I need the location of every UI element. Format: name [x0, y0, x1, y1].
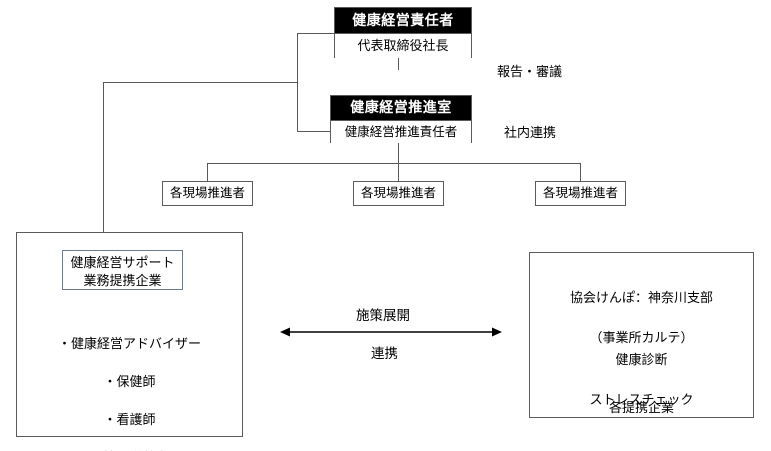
- connector-drop-promoter-1: [207, 163, 208, 182]
- external-partner-services: 健康診断 ストレスチェック: [529, 330, 754, 430]
- external-partner-line4: ストレスチェック: [589, 392, 694, 407]
- box-body-label: 代表取締役社長: [335, 34, 471, 58]
- box-site-promoter-2[interactable]: 各現場推進者: [353, 181, 444, 206]
- box-body-label: 健康経営推進責任者: [331, 121, 471, 143]
- site-promoter-label: 各現場推進者: [169, 186, 245, 200]
- label-report-deliberation: 報告・審議: [497, 64, 563, 79]
- box-header-label: 健康経営推進室: [331, 96, 471, 121]
- external-partner-affiliates: 各提携企業: [529, 378, 754, 438]
- box-site-promoter-3[interactable]: 各現場推進者: [535, 181, 626, 206]
- box-health-management-promotion-office[interactable]: 健康経営推進室 健康経営推進責任者: [330, 95, 472, 143]
- connector-support-vertical: [103, 82, 104, 232]
- list-item: ・保健師: [103, 374, 156, 389]
- external-partner-line1: 協会けんぽ：神奈川支部: [569, 290, 713, 305]
- external-partner-title: 協会けんぽ：神奈川支部 （事業所カルテ）: [529, 268, 754, 368]
- bidirectional-arrow: [280, 324, 502, 340]
- list-item: ・健康経営アドバイザー: [57, 336, 201, 351]
- support-partner-header-line1: 健康経営サポート: [70, 255, 175, 270]
- bidirectional-arrow-icon: [280, 327, 502, 337]
- connector-bracket-arm-officer: [297, 33, 335, 34]
- connector-distribution-bar: [207, 163, 580, 164]
- support-partner-header-line2: 業務提携企業: [83, 273, 162, 288]
- box-header-label: 健康経営責任者: [335, 8, 471, 34]
- box-health-management-officer[interactable]: 健康経営責任者 代表取締役社長: [334, 7, 472, 58]
- label-collaboration: 連携: [371, 346, 398, 361]
- box-kyokai-kenpo-kanagawa[interactable]: [529, 252, 754, 418]
- external-partner-line2: （事業所カルテ）: [589, 330, 694, 345]
- connector-drop-promoter-2: [398, 163, 399, 182]
- connector-officer-stem: [398, 58, 399, 70]
- label-internal-coordination: 社内連携: [504, 125, 557, 140]
- support-partner-item-list: ・健康経営アドバイザー ・保健師 ・看護師 ・管理栄養士 ・メンタルヘルスマネジ…: [16, 315, 243, 451]
- site-promoter-label: 各現場推進者: [360, 186, 436, 200]
- label-policy-deployment: 施策展開: [356, 308, 410, 323]
- box-site-promoter-1[interactable]: 各現場推進者: [162, 181, 253, 206]
- external-partner-line3: 健康診断: [615, 352, 668, 367]
- connector-bracket-to-support: [103, 82, 298, 83]
- site-promoter-label: 各現場推進者: [542, 186, 618, 200]
- support-partner-header: 健康経営サポート 業務提携企業: [62, 250, 183, 290]
- list-item: ・看護師: [103, 412, 156, 427]
- connector-office-stem: [398, 143, 399, 164]
- connector-bracket-arm-office: [297, 131, 331, 132]
- connector-drop-promoter-3: [580, 163, 581, 182]
- external-partner-line5: 各提携企業: [608, 400, 674, 415]
